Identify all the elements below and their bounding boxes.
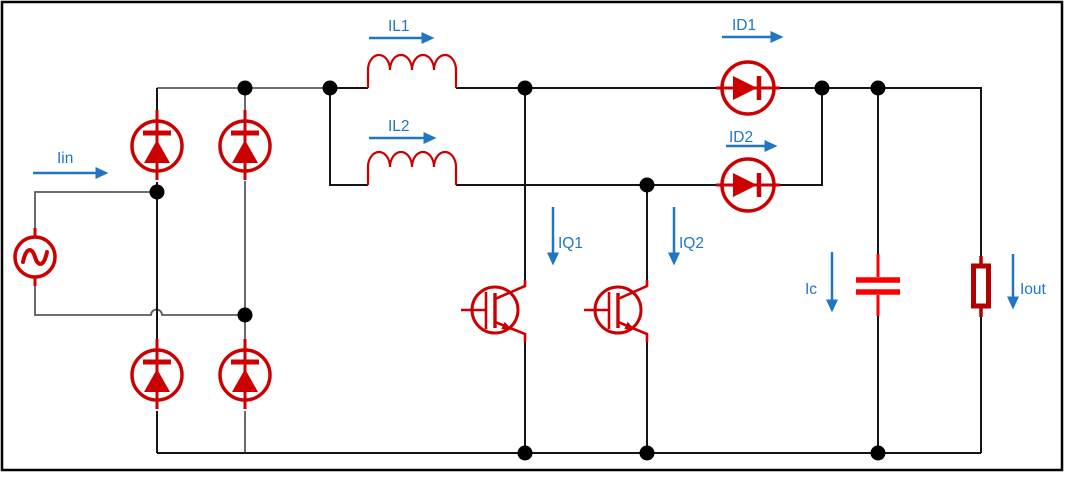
junction-dot xyxy=(237,307,253,323)
junction-dot xyxy=(322,80,338,96)
diode-triangle-icon xyxy=(144,369,170,392)
inductor-l1 xyxy=(366,53,458,88)
diode-circle xyxy=(720,157,776,213)
label-id1: ID1 xyxy=(732,17,756,34)
load-rect xyxy=(971,263,991,309)
boost-diode-d1 xyxy=(716,60,780,116)
wire-d2-to-rail xyxy=(780,88,823,186)
diode-triangle-icon xyxy=(232,369,258,392)
junction-dots xyxy=(149,80,886,461)
output-capacitor xyxy=(856,254,900,316)
boost-diode-d2 xyxy=(716,157,780,213)
diode-triangle-icon xyxy=(232,140,258,163)
igbt-q2 xyxy=(584,280,649,342)
junction-dot xyxy=(870,445,886,461)
sine-wave-icon xyxy=(21,248,49,266)
label-il2: IL2 xyxy=(388,118,410,135)
label-iin: Iin xyxy=(57,150,73,167)
diode-circle xyxy=(218,119,272,173)
diode-triangle-icon xyxy=(733,76,757,100)
junction-dot xyxy=(639,177,655,193)
label-id2: ID2 xyxy=(729,129,753,146)
diode-triangle-icon xyxy=(144,140,170,163)
inductor-l2 xyxy=(366,150,458,185)
wire-top-rail-right xyxy=(780,87,982,256)
junction-dot xyxy=(517,80,533,96)
bridge-diode-3 xyxy=(130,339,184,409)
load-resistor xyxy=(971,256,991,317)
junction-dot xyxy=(517,445,533,461)
igbt-emitter-arrow-icon xyxy=(624,321,636,330)
label-iq2: IQ2 xyxy=(679,235,704,252)
label-ic: Ic xyxy=(805,281,817,298)
wire-to-l2 xyxy=(329,88,368,186)
label-il1: IL1 xyxy=(388,18,410,35)
bridge-diode-4 xyxy=(218,339,272,409)
bridge-diode-1 xyxy=(130,110,184,180)
junction-dot xyxy=(814,80,830,96)
igbt-collector-lead xyxy=(494,280,527,301)
igbt-collector-lead xyxy=(617,280,649,301)
junction-dot xyxy=(237,80,253,96)
junction-dot xyxy=(149,184,165,200)
diode-circle xyxy=(218,348,272,402)
diode-triangle-icon xyxy=(733,173,757,197)
diode-circle xyxy=(720,60,776,116)
main-wires xyxy=(156,87,982,454)
label-iout: Iout xyxy=(1020,281,1047,298)
igbt-q1 xyxy=(461,280,527,342)
igbt-emitter-arrow-icon xyxy=(501,321,513,330)
bridge-diode-2 xyxy=(218,110,272,180)
diode-circle xyxy=(130,119,184,173)
wire-ac-top xyxy=(34,191,157,228)
diode-circle xyxy=(130,348,184,402)
junction-dot xyxy=(639,445,655,461)
ac-circle xyxy=(13,235,57,279)
label-iq1: IQ1 xyxy=(558,235,583,252)
wire-ac-bottom-with-hop xyxy=(34,286,245,316)
current-annotations: Iin IL1 IL2 ID1 ID2 IQ1 IQ2 Ic Iout xyxy=(33,17,1047,313)
junction-dot xyxy=(870,80,886,96)
ac-source xyxy=(13,228,57,286)
